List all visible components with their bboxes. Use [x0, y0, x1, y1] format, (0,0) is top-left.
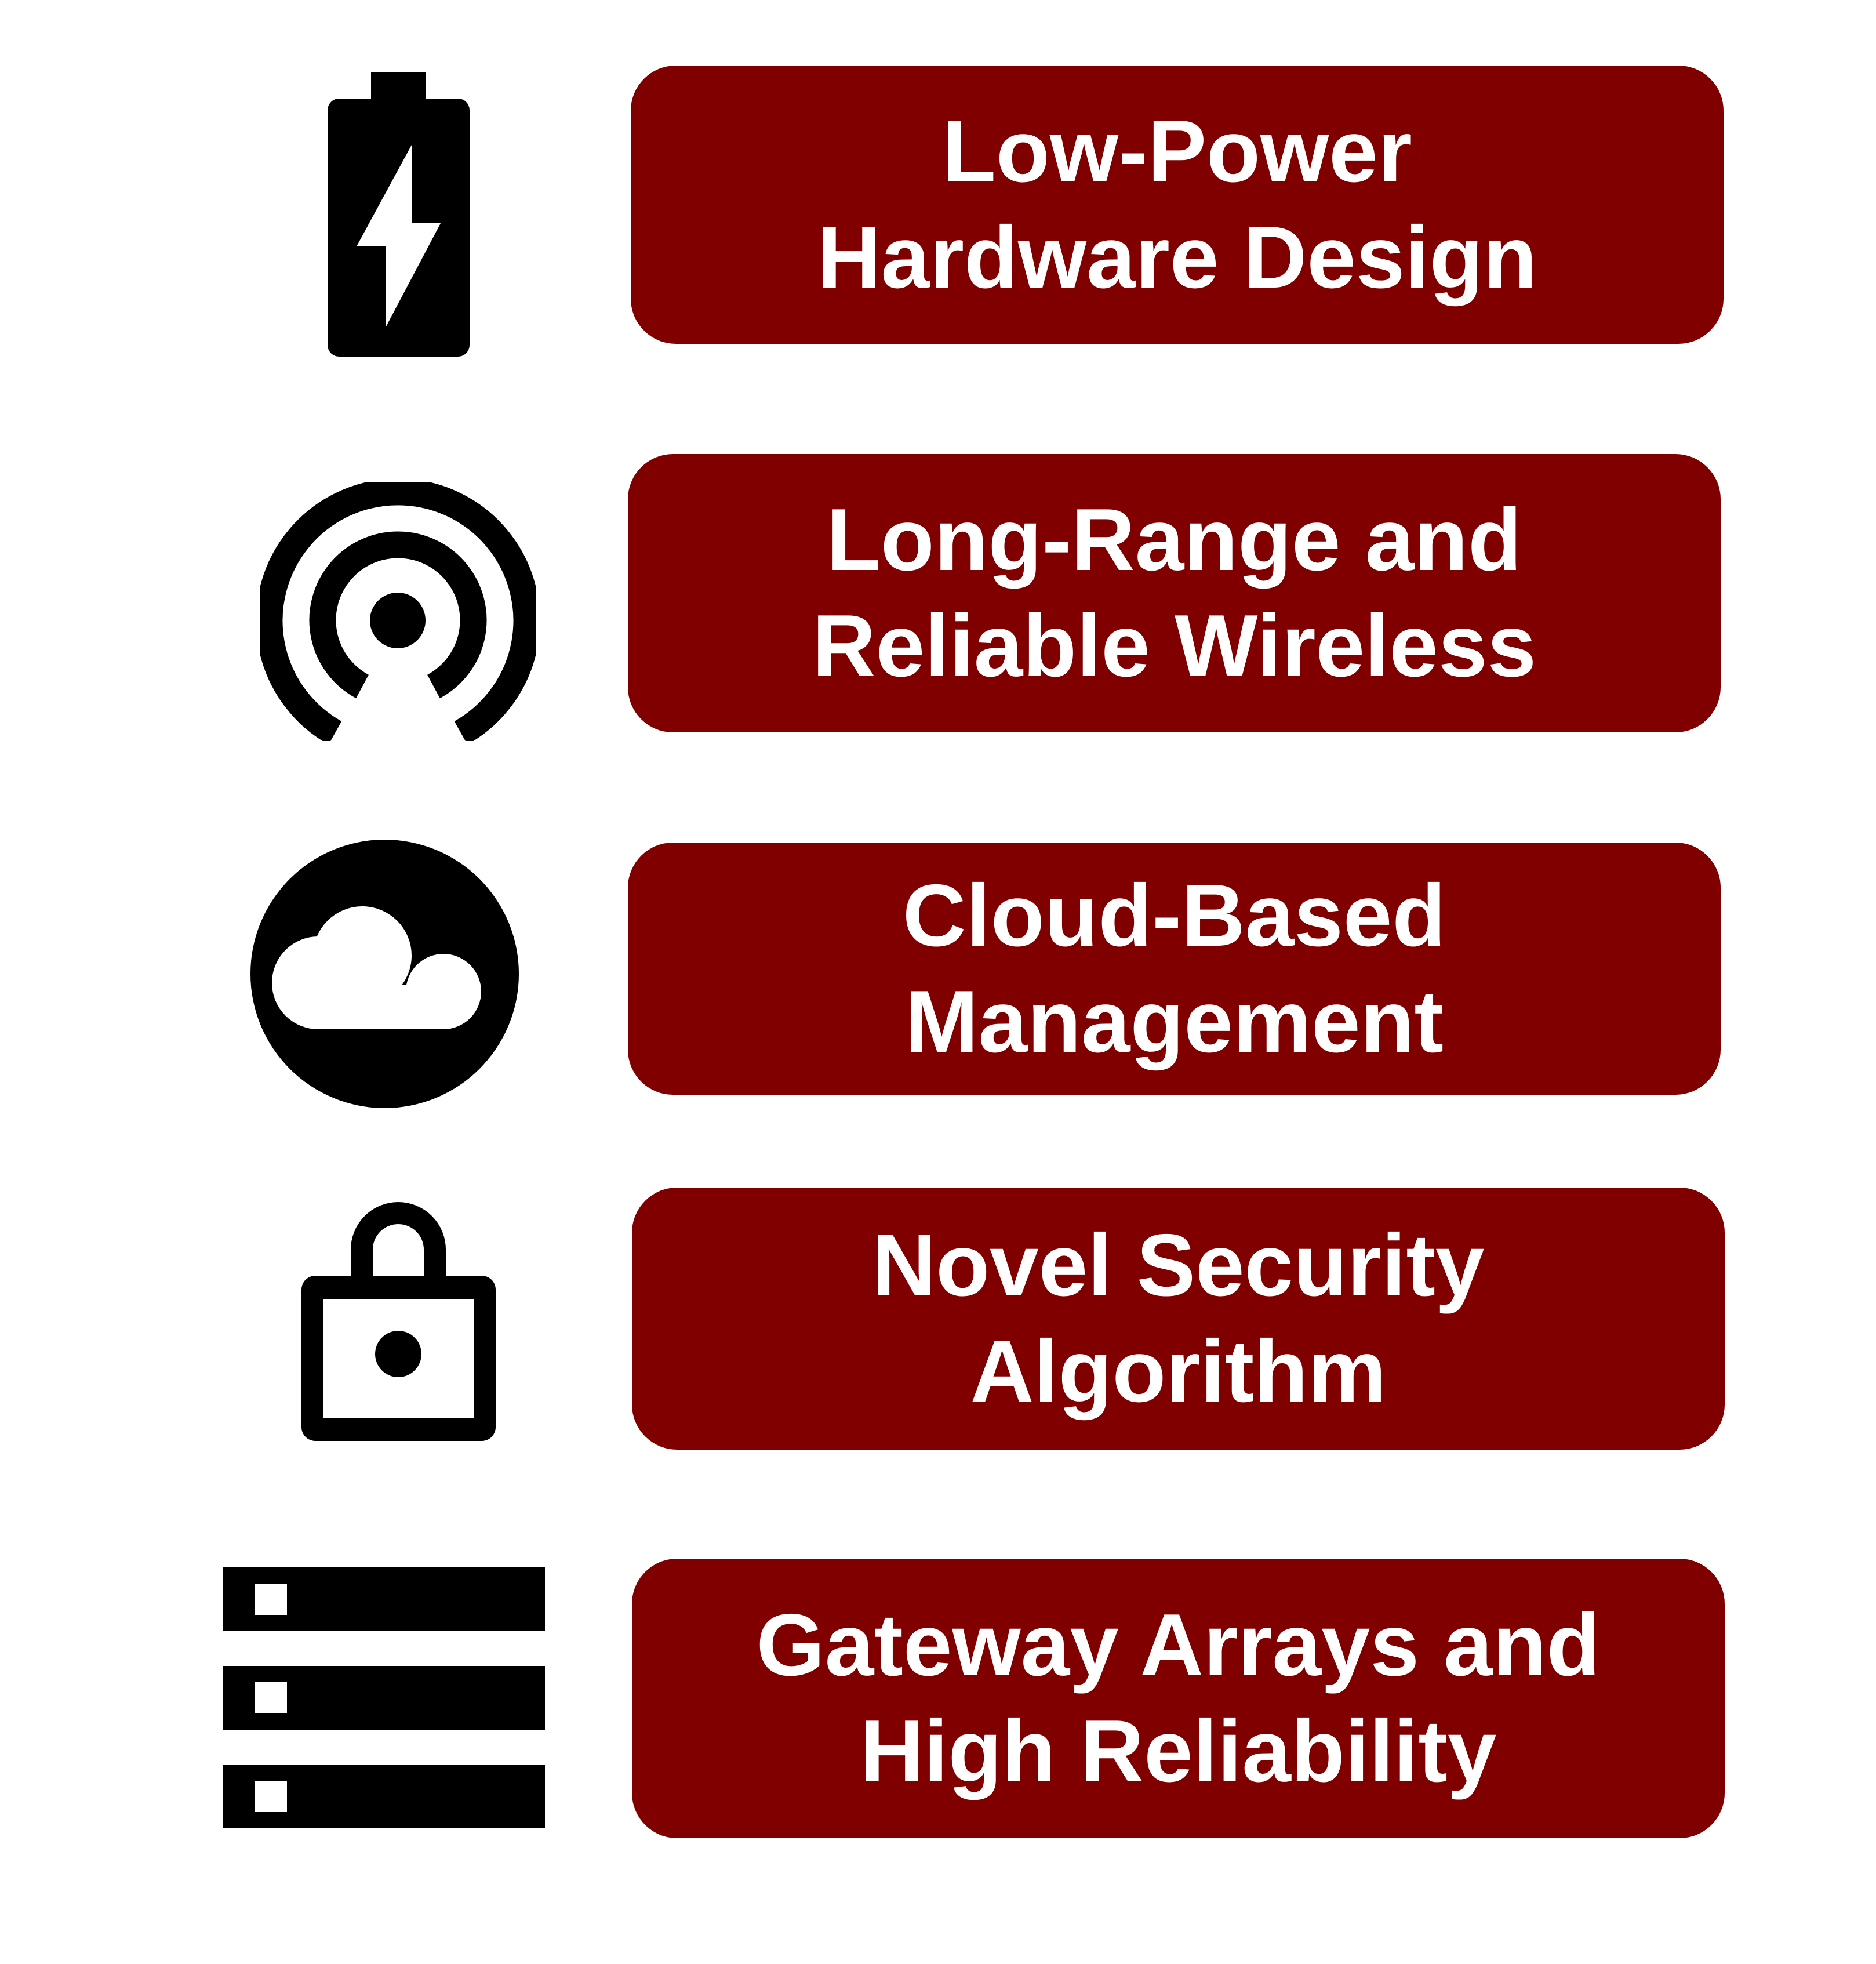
- feature-label-line1: Long-Range and: [826, 491, 1522, 589]
- feature-box-low-power: Low-Power Hardware Design: [631, 66, 1724, 344]
- feature-label-line2: Hardware Design: [817, 208, 1537, 307]
- feature-label-line1: Novel Security: [872, 1216, 1485, 1315]
- feature-label-line2: Management: [904, 972, 1444, 1071]
- feature-label-line2: High Reliability: [860, 1702, 1497, 1800]
- feature-box-gateway: Gateway Arrays and High Reliability: [632, 1559, 1725, 1838]
- server-rack-icon: [223, 1567, 545, 1828]
- feature-label-line2: Reliable Wireless: [812, 597, 1537, 695]
- feature-label-line1: Cloud-Based: [902, 866, 1446, 965]
- feature-label-line1: Gateway Arrays and: [756, 1596, 1601, 1694]
- feature-box-long-range: Long-Range and Reliable Wireless: [628, 454, 1721, 732]
- padlock-icon: [301, 1186, 496, 1441]
- feature-label-line1: Low-Power: [942, 102, 1412, 201]
- cloud-icon: [250, 840, 519, 1108]
- feature-label-line2: Algorithm: [970, 1322, 1387, 1421]
- battery-bolt-icon: [328, 72, 470, 357]
- feature-box-security: Novel Security Algorithm: [632, 1188, 1725, 1450]
- wireless-signal-icon: [260, 482, 536, 741]
- feature-box-cloud: Cloud-Based Management: [628, 843, 1721, 1095]
